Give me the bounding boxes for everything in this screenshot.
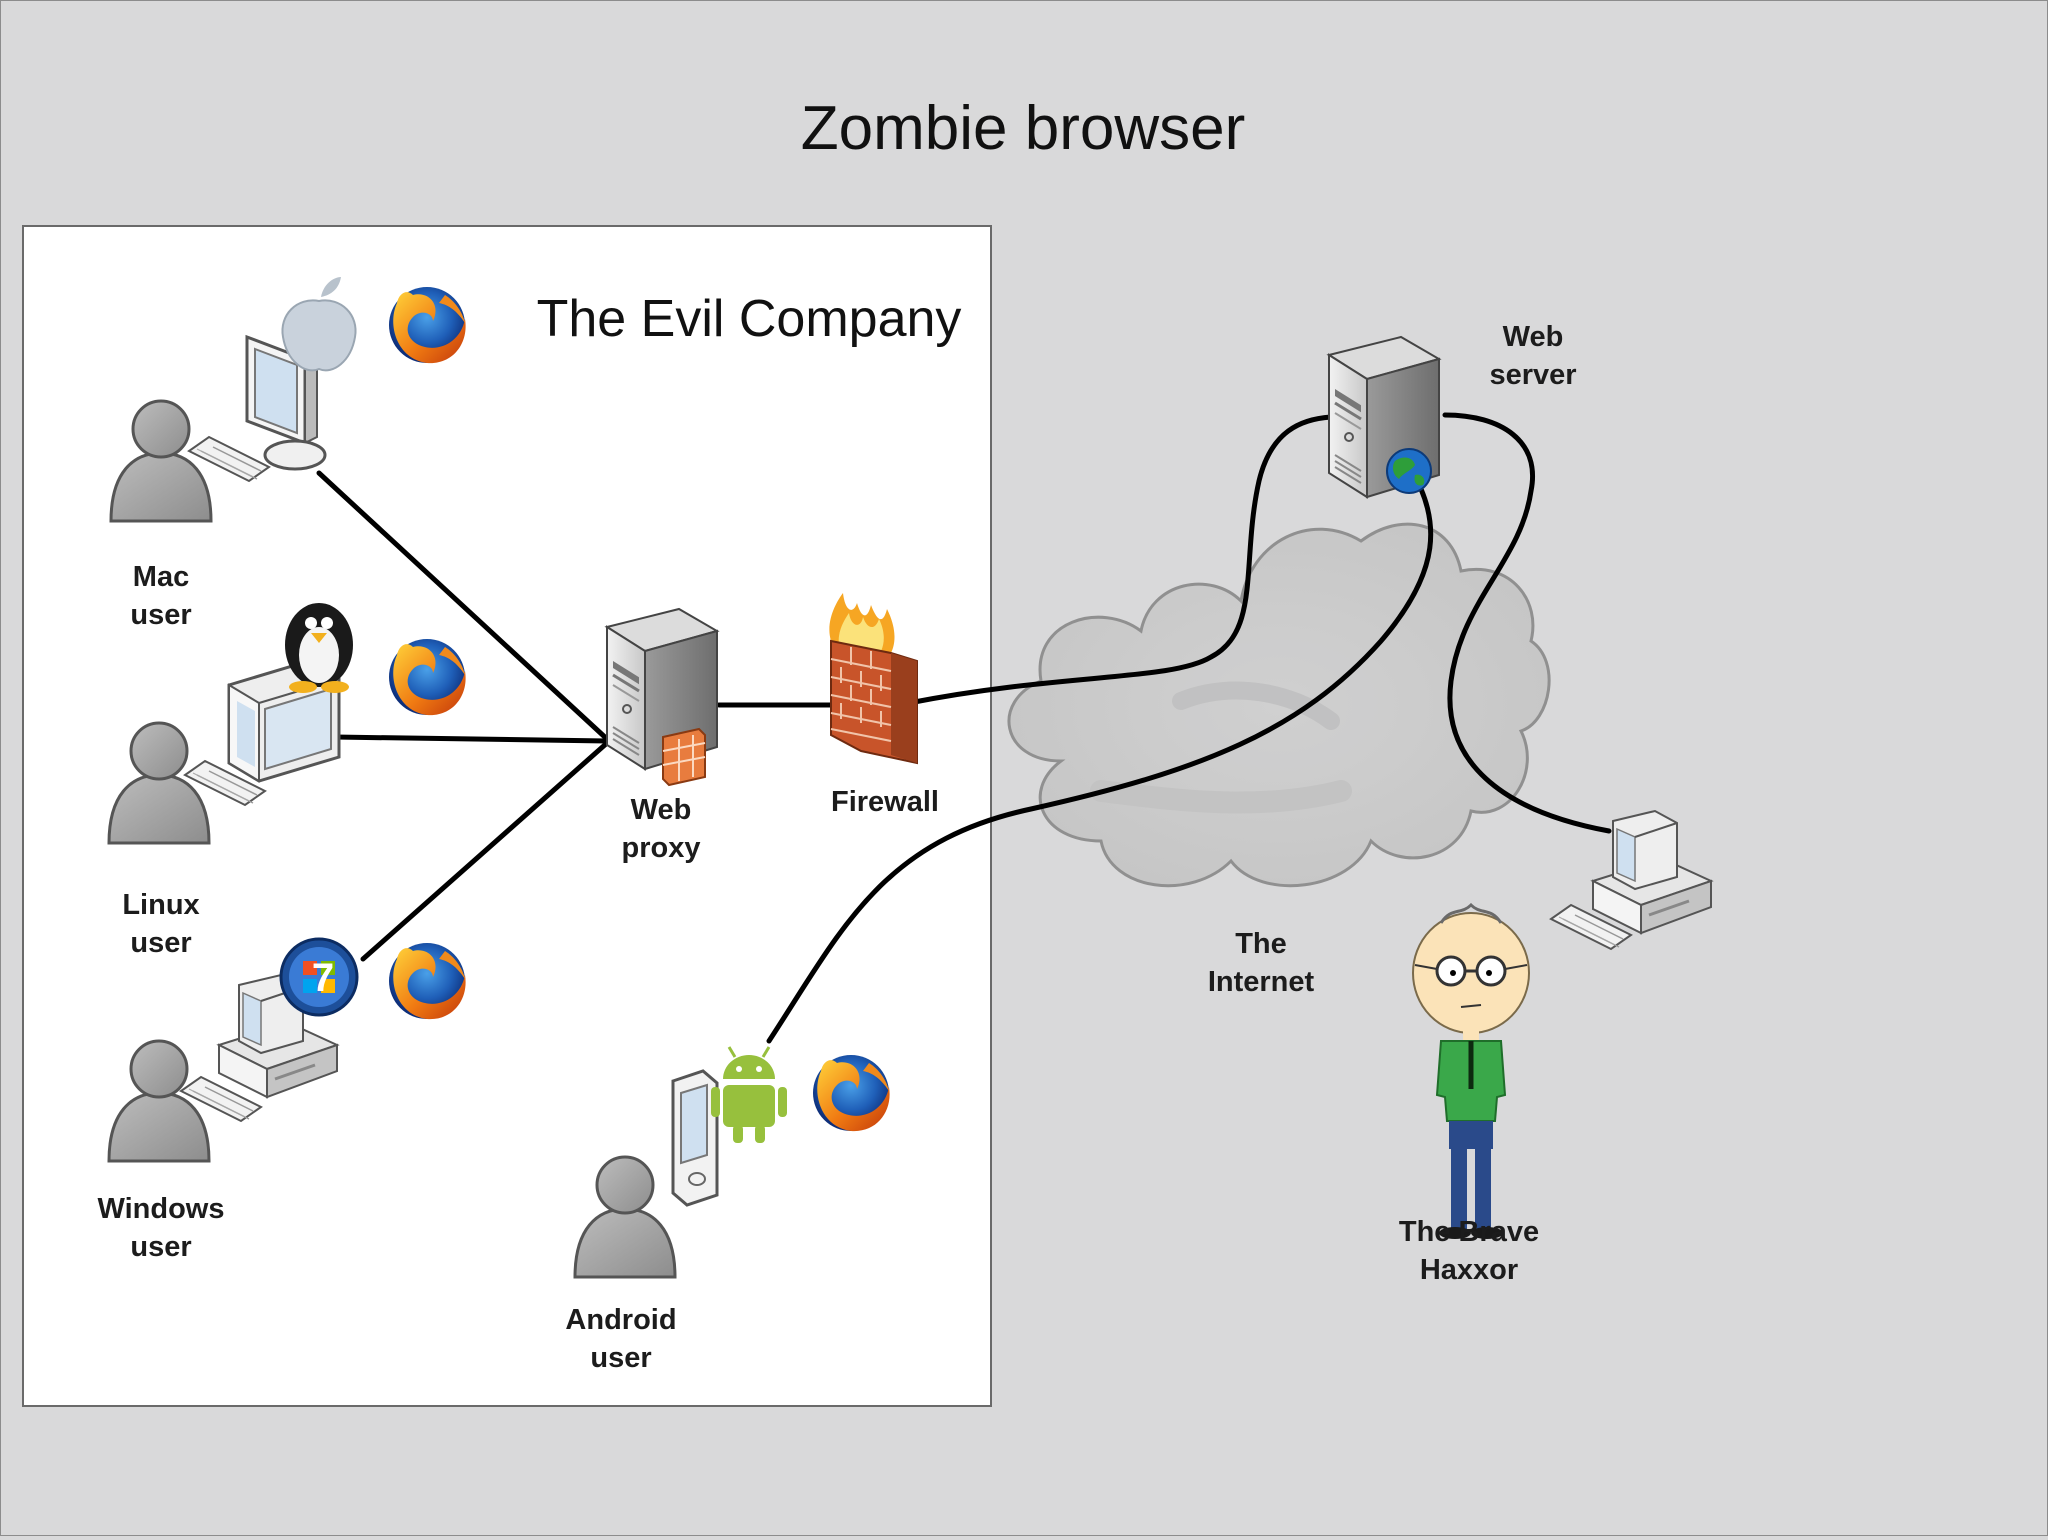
proxy-wall-icon [662, 727, 706, 787]
haxxor-node: The Brave Haxxor [1399, 902, 1539, 1286]
android-user-label-line1: Android [565, 1304, 676, 1336]
internet-cloud-icon [1007, 522, 1551, 888]
windows-firefox-icon [389, 943, 466, 1020]
web-proxy-label-line2: proxy [622, 832, 701, 864]
internet-node: The Internet [1208, 928, 1315, 998]
android-firefox-icon [813, 1055, 890, 1132]
company-name: The Evil Company [537, 290, 962, 348]
android-user-label-line2: user [590, 1342, 651, 1374]
android-user-node: Android user [565, 1046, 890, 1374]
linux-user-node: Linux user [107, 603, 466, 959]
mac-user-label-line1: Mac [133, 561, 189, 593]
mac-user-node: Mac user [109, 277, 466, 631]
web-server-label-line2: server [1489, 359, 1576, 391]
mac-firefox-icon [389, 287, 466, 364]
slide-title: Zombie browser [801, 94, 1245, 163]
svg-text:7: 7 [312, 956, 334, 1000]
linux-user-label-line2: user [130, 927, 191, 959]
android-robot-icon [711, 1046, 787, 1143]
internet-label-line1: The [1235, 928, 1287, 960]
windows-user-label-line1: Windows [97, 1193, 224, 1225]
haxxor-label-line2: Haxxor [1420, 1254, 1518, 1286]
internet-label-line2: Internet [1208, 966, 1315, 998]
tux-penguin-icon [285, 603, 353, 693]
web-proxy-label-line1: Web [631, 794, 692, 826]
mac-user-label-line2: user [130, 599, 191, 631]
web-proxy-node: Web proxy [605, 607, 719, 864]
web-server-node: Web server [1327, 321, 1577, 499]
haxxor-character-icon [1412, 902, 1530, 1239]
linux-firefox-icon [389, 639, 466, 716]
windows-user-label-line2: user [130, 1231, 191, 1263]
connection-lines [316, 412, 1612, 1044]
web-server-label-line1: Web [1503, 321, 1564, 353]
linux-user-label-line1: Linux [122, 889, 199, 921]
haxxor-computer-node [1550, 809, 1713, 950]
firewall-label: Firewall [831, 786, 939, 818]
globe-icon [1386, 448, 1432, 494]
firewall-node: Firewall [829, 593, 939, 818]
haxxor-label-line1: The Brave [1399, 1216, 1539, 1248]
apple-logo-icon [281, 277, 357, 372]
windows-user-node: 7 Windows user [97, 937, 466, 1263]
windows-7-logo-icon: 7 [279, 937, 359, 1017]
firewall-icon [829, 593, 918, 765]
phone-icon [671, 1069, 719, 1207]
